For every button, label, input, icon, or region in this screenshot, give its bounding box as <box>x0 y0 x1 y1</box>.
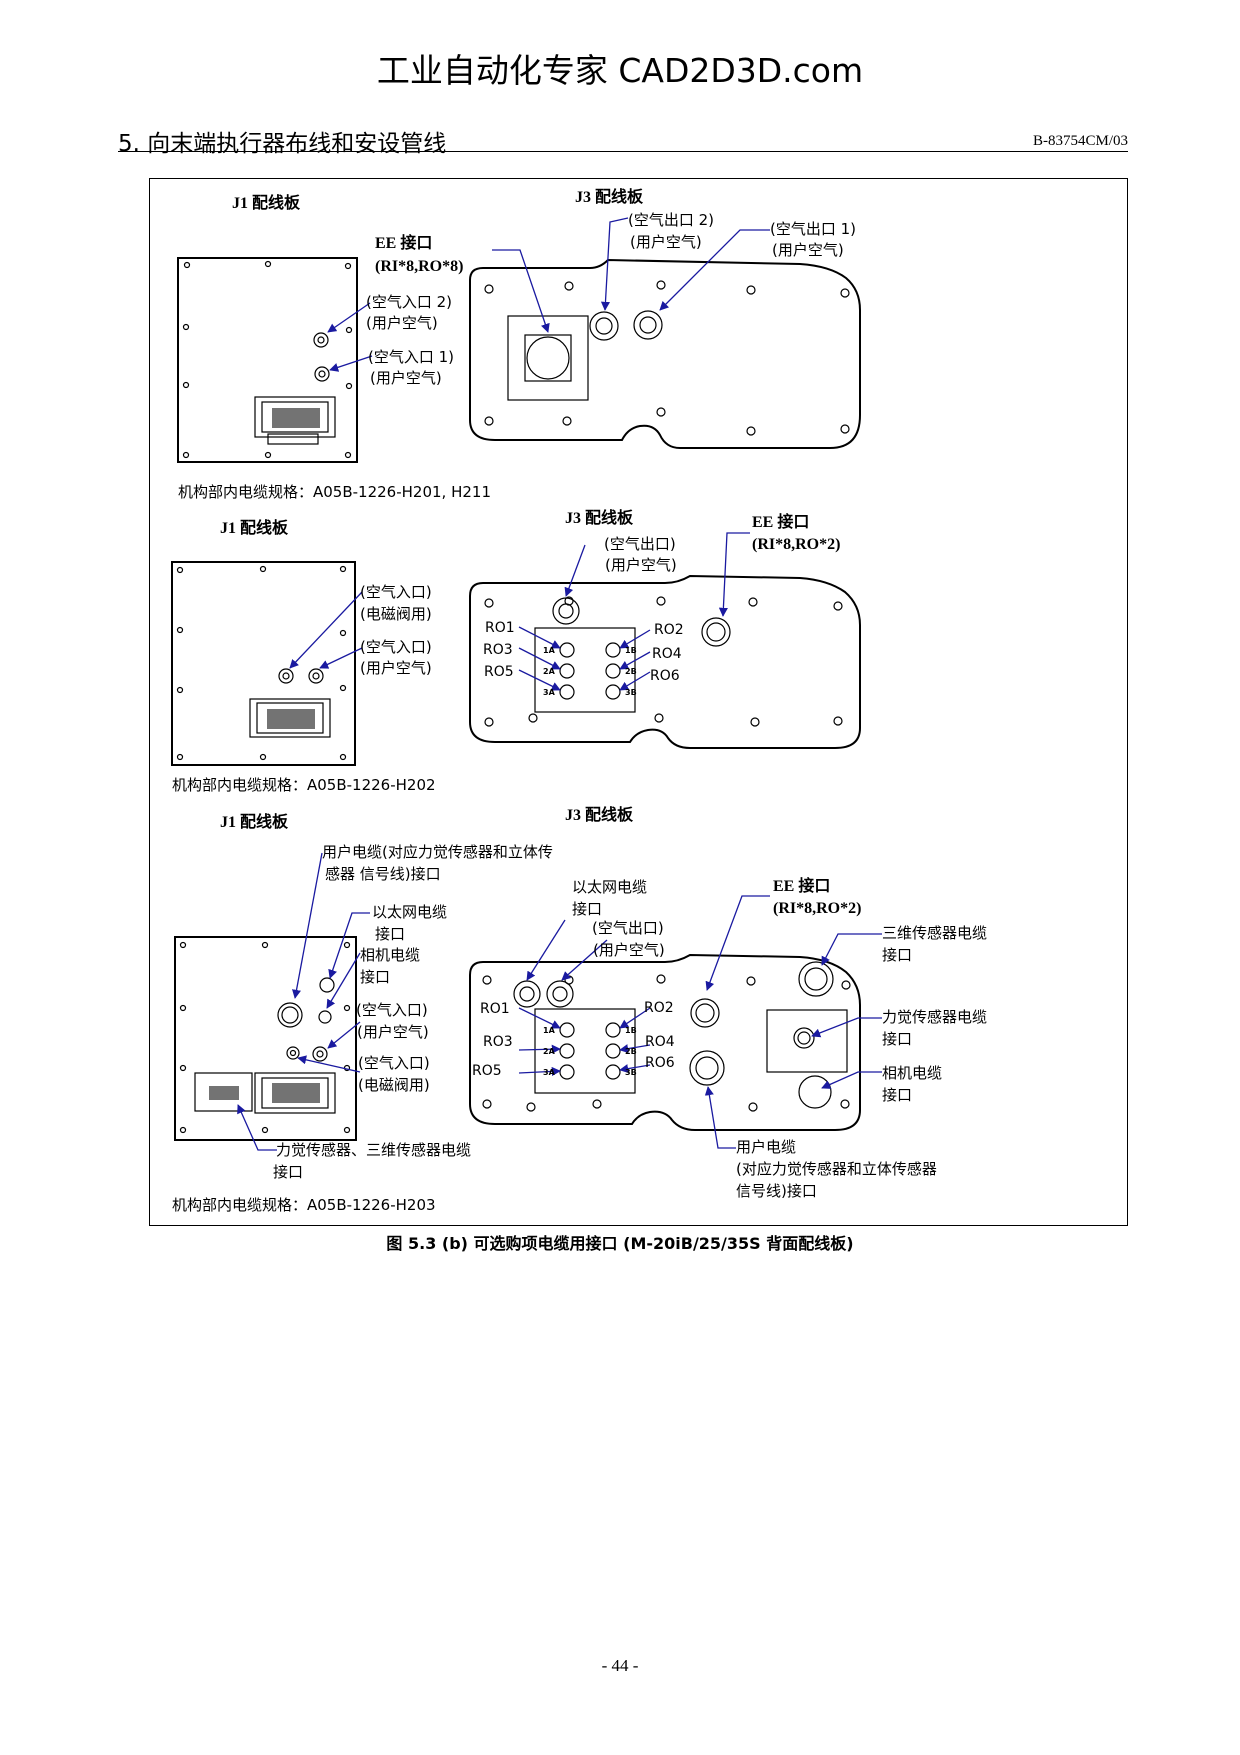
panel3-camera-j3-sub: 接口 <box>882 1086 912 1104</box>
figure-caption: 图 5.3 (b) 可选购项电缆用接口 (M-20iB/25/35S 背面配线板… <box>386 1234 854 1253</box>
panel2-j1-plate <box>171 561 356 766</box>
panel3-user-cable-line1: 用户电缆(对应力觉传感器和立体传 <box>322 843 553 861</box>
figure-frame <box>149 178 1128 1226</box>
panel3-camera-j1-sub: 接口 <box>360 968 390 986</box>
panel3-ethernet-j1-label: 以太网电缆 <box>372 903 447 921</box>
port-2b-label: 2B <box>625 1047 637 1056</box>
panel1-j3-plate <box>469 258 861 449</box>
panel3-j3-plate <box>469 953 861 1131</box>
panel2-ee-spec: (RI*8,RO*2) <box>752 536 840 553</box>
panel3-camera-j3-label: 相机电缆 <box>882 1064 942 1082</box>
panel3-air-out-label: (空气出口) <box>592 919 664 937</box>
panel3-ro6: RO6 <box>645 1055 675 1071</box>
watermark-text: 工业自动化专家 CAD2D3D.com <box>376 51 864 90</box>
panel1-air-in2-sub: (用户空气) <box>366 314 438 332</box>
panel1-ee-spec: (RI*8,RO*8) <box>375 258 463 275</box>
panel2-air-in-solenoid-sub: (电磁阀用) <box>360 605 432 623</box>
panel3-air-in-solenoid-label: (空气入口) <box>358 1054 430 1072</box>
port-3b-label: 3B <box>625 688 637 697</box>
panel1-air-out1-label: (空气出口 1) <box>770 220 856 238</box>
port-3b-label: 3B <box>625 1068 637 1077</box>
panel2-ro4: RO4 <box>652 646 682 662</box>
panel2-air-out-label: (空气出口) <box>604 535 676 553</box>
panel1-air-out2-label: (空气出口 2) <box>628 211 714 229</box>
port-3a-label: 3A <box>543 688 556 697</box>
panel3-3d-sensor-label: 三维传感器电缆 <box>882 924 987 942</box>
panel2-ro5: RO5 <box>484 664 514 680</box>
panel3-air-in-user-sub: (用户空气) <box>357 1023 429 1041</box>
panel3-cable-spec: 机构部内电缆规格：A05B-1226-H203 <box>172 1196 436 1214</box>
panel2-air-in-user-label: (空气入口) <box>360 638 432 656</box>
panel3-ro1: RO1 <box>480 1001 510 1017</box>
port-2a-label: 2A <box>543 667 556 676</box>
port-1a-label: 1A <box>543 1026 556 1035</box>
panel1-cable-spec: 机构部内电缆规格：A05B-1226-H201, H211 <box>178 483 491 501</box>
port-1b-label: 1B <box>625 646 637 655</box>
panel3-ethernet-j3-sub: 接口 <box>572 900 602 918</box>
panel3-ee-label: EE 接口 <box>773 876 830 895</box>
panel1-air-in2-label: (空气入口 2) <box>366 293 452 311</box>
panel3-ethernet-j3-label: 以太网电缆 <box>572 878 647 896</box>
panel1-air-out1-sub: (用户空气) <box>772 241 844 259</box>
leader-lines <box>237 217 882 1151</box>
port-1b-label: 1B <box>625 1026 637 1035</box>
panel2-ro1: RO1 <box>485 620 515 636</box>
port-1a-label: 1A <box>543 646 556 655</box>
panel3-3d-sensor-sub: 接口 <box>882 946 912 964</box>
section-title: 5. 向末端执行器布线和安设管线 <box>118 131 447 157</box>
panel2-ro6: RO6 <box>650 668 680 684</box>
panel2-j3-title: J3 配线板 <box>565 508 634 527</box>
panel3-ethernet-j1-sub: 接口 <box>375 925 405 943</box>
panel3-force-3d-label: 力觉传感器、三维传感器电缆 <box>276 1141 471 1159</box>
panel3-j1-title: J1 配线板 <box>220 812 289 831</box>
page-number: - 44 - <box>601 1656 639 1675</box>
panel3-user-cable-j3-line2: (对应力觉传感器和立体传感器 <box>736 1160 937 1178</box>
panel2-j3-plate <box>469 574 861 749</box>
panel3-j3-title: J3 配线板 <box>565 805 634 824</box>
panel3-ee-spec: (RI*8,RO*2) <box>773 900 861 917</box>
panel3-force-cable-label: 力觉传感器电缆 <box>882 1008 987 1026</box>
panel2-cable-spec: 机构部内电缆规格：A05B-1226-H202 <box>172 776 436 794</box>
panel1-air-in1-label: (空气入口 1) <box>368 348 454 366</box>
port-3a-label: 3A <box>543 1068 556 1077</box>
panel3-labels: J1 配线板 J3 配线板 用户电缆(对应力觉传感器和立体传 感器 信号线)接口… <box>172 805 987 1214</box>
panel1-air-in1-sub: (用户空气) <box>370 369 442 387</box>
panel3-air-in-user-label: (空气入口) <box>356 1001 428 1019</box>
panel3-ro4: RO4 <box>645 1034 675 1050</box>
panel3-user-cable-j3-line1: 用户电缆 <box>736 1138 796 1156</box>
panel3-user-cable-j3-line3: 信号线)接口 <box>736 1182 817 1200</box>
panel1-air-out2-sub: (用户空气) <box>630 233 702 251</box>
panel2-ro2: RO2 <box>654 622 684 638</box>
panel3-force-cable-sub: 接口 <box>882 1030 912 1048</box>
panel3-force-3d-sub: 接口 <box>273 1163 303 1181</box>
panel1-j3-title: J3 配线板 <box>575 187 644 206</box>
port-2a-label: 2A <box>543 1047 556 1056</box>
panel2-ro3: RO3 <box>483 642 513 658</box>
panel3-user-cable-line2: 感器 信号线)接口 <box>325 865 441 883</box>
panel2-air-out-sub: (用户空气) <box>605 556 677 574</box>
port-2b-label: 2B <box>625 667 637 676</box>
panel1-ee-label: EE 接口 <box>375 233 432 252</box>
panel3-air-out-sub: (用户空气) <box>593 941 665 959</box>
panel3-ro2: RO2 <box>644 1000 674 1016</box>
panel3-camera-j1-label: 相机电缆 <box>360 946 420 964</box>
port-labels: 1A 1B 2A 2B 3A 3B 1A 1B 2A 2B 3A 3B <box>543 646 637 1077</box>
panel1-j1-title: J1 配线板 <box>232 193 301 212</box>
panel3-air-in-solenoid-sub: (电磁阀用) <box>358 1076 430 1094</box>
panel3-ro3: RO3 <box>483 1034 513 1050</box>
panel2-labels: J1 配线板 J3 配线板 (空气出口) (用户空气) EE 接口 (RI*8,… <box>172 508 840 794</box>
panel1-j1-plate <box>177 257 358 463</box>
panel3-j1-plate <box>174 936 357 1141</box>
panel2-ee-label: EE 接口 <box>752 512 809 531</box>
panel2-air-in-user-sub: (用户空气) <box>360 659 432 677</box>
panel1-labels: J1 配线板 J3 配线板 EE 接口 (RI*8,RO*8) (空气入口 2)… <box>178 187 856 501</box>
panel2-air-in-solenoid-label: (空气入口) <box>360 583 432 601</box>
panel3-ro5: RO5 <box>472 1063 502 1079</box>
panel2-j1-title: J1 配线板 <box>220 518 289 537</box>
header-rule <box>118 151 1128 152</box>
document-number: B-83754CM/03 <box>1032 133 1128 149</box>
